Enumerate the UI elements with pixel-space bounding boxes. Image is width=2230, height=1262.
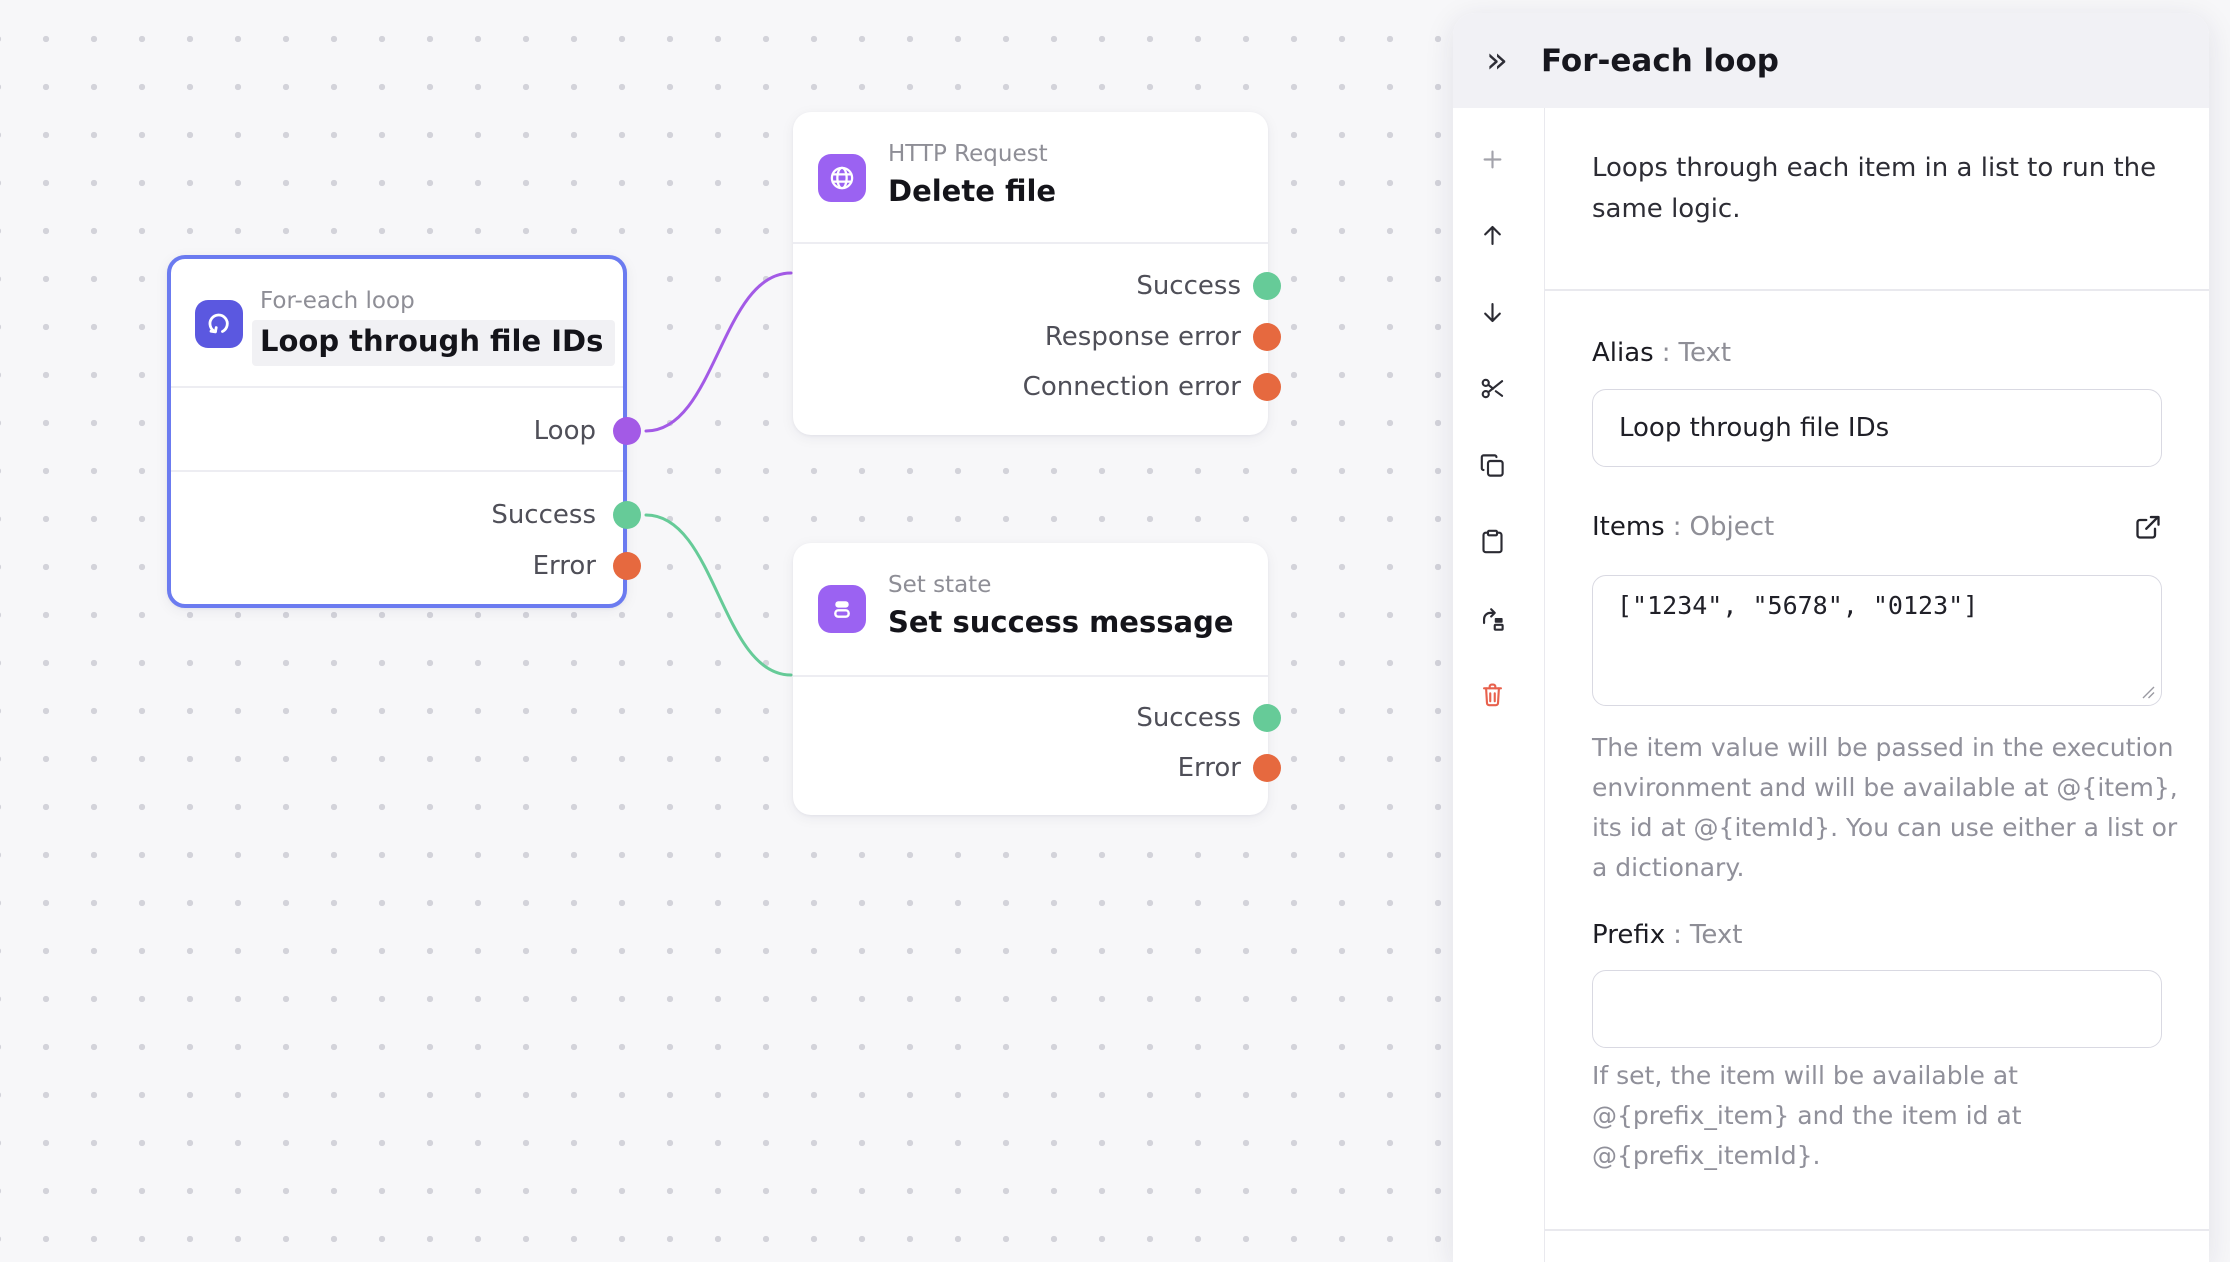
port-row-connection-error: Connection error (1022, 372, 1241, 402)
port-row-success: Success (1136, 271, 1241, 301)
panel-content: Loops through each item in a list to run… (1545, 108, 2209, 1262)
globe-icon (818, 154, 866, 202)
arrow-up-icon[interactable] (1474, 217, 1510, 253)
scissors-icon[interactable] (1474, 370, 1510, 406)
divider (1545, 289, 2209, 291)
config-panel: » For-each loop (1453, 13, 2209, 1262)
prefix-help-text: If set, the item will be available at @{… (1592, 1061, 2022, 1170)
arrow-down-icon[interactable] (1474, 294, 1510, 330)
port-row-success: Success (1136, 703, 1241, 733)
port-row-error: Error (1177, 753, 1241, 783)
chevrons-right-icon[interactable]: » (1477, 39, 1517, 83)
prefix-field-label: Prefix : Text (1592, 920, 1743, 950)
port-row-error: Error (532, 551, 596, 581)
node-http-request[interactable]: HTTP Request Delete file Success Respons… (793, 112, 1281, 435)
divider (171, 386, 623, 388)
panel-title: For-each loop (1541, 42, 1779, 79)
divider (171, 470, 623, 472)
node-type-label: Set state (888, 572, 992, 598)
loop-icon (195, 300, 243, 348)
items-textarea[interactable]: ["1234", "5678", "0123"] (1592, 575, 2162, 706)
node-actions-toolbar (1453, 108, 1545, 1262)
port-row-loop: Loop (533, 416, 596, 446)
edge-success-to-set-state[interactable] (644, 513, 793, 677)
node-name[interactable]: Set success message (888, 604, 1234, 639)
clipboard-icon[interactable] (1474, 523, 1510, 559)
alias-input[interactable] (1592, 389, 2162, 467)
divider (793, 242, 1268, 244)
port-connection-error[interactable] (1253, 373, 1281, 401)
port-error[interactable] (613, 552, 641, 580)
trash-icon[interactable] (1474, 676, 1510, 712)
node-type-label: For-each loop (260, 288, 415, 314)
port-success[interactable] (1253, 704, 1281, 732)
port-error[interactable] (1253, 754, 1281, 782)
port-response-error[interactable] (1253, 323, 1281, 351)
detach-icon[interactable] (1474, 600, 1510, 636)
node-description: Loops through each item in a list to run… (1592, 153, 2157, 224)
alias-field-label: Alias : Text (1592, 338, 1732, 368)
node-name[interactable]: Delete file (888, 173, 1057, 208)
items-field-label: Items : Object (1592, 512, 1775, 542)
divider (1545, 1229, 2209, 1231)
resize-handle[interactable] (2140, 684, 2156, 700)
panel-header: » For-each loop (1453, 13, 2209, 108)
port-row-response-error: Response error (1044, 322, 1241, 352)
plus-icon[interactable] (1474, 141, 1510, 177)
external-link-icon[interactable] (2131, 510, 2165, 544)
set-state-icon (818, 585, 866, 633)
port-row-success: Success (491, 500, 596, 530)
node-type-label: HTTP Request (888, 141, 1048, 167)
port-loop[interactable] (613, 417, 641, 445)
node-name[interactable]: Loop through file IDs (252, 319, 616, 366)
port-success[interactable] (613, 501, 641, 529)
node-for-each-loop[interactable]: For-each loop Loop through file IDs Loop… (167, 255, 641, 608)
divider (793, 675, 1268, 677)
items-textarea-wrap: ["1234", "5678", "0123"] (1592, 575, 2162, 706)
edge-loop-to-delete-file[interactable] (644, 271, 793, 433)
copy-icon[interactable] (1474, 447, 1510, 483)
prefix-input[interactable] (1592, 970, 2162, 1048)
port-success[interactable] (1253, 272, 1281, 300)
node-set-state[interactable]: Set state Set success message Success Er… (793, 543, 1281, 815)
items-help-text: The item value will be passed in the exe… (1592, 733, 2178, 882)
